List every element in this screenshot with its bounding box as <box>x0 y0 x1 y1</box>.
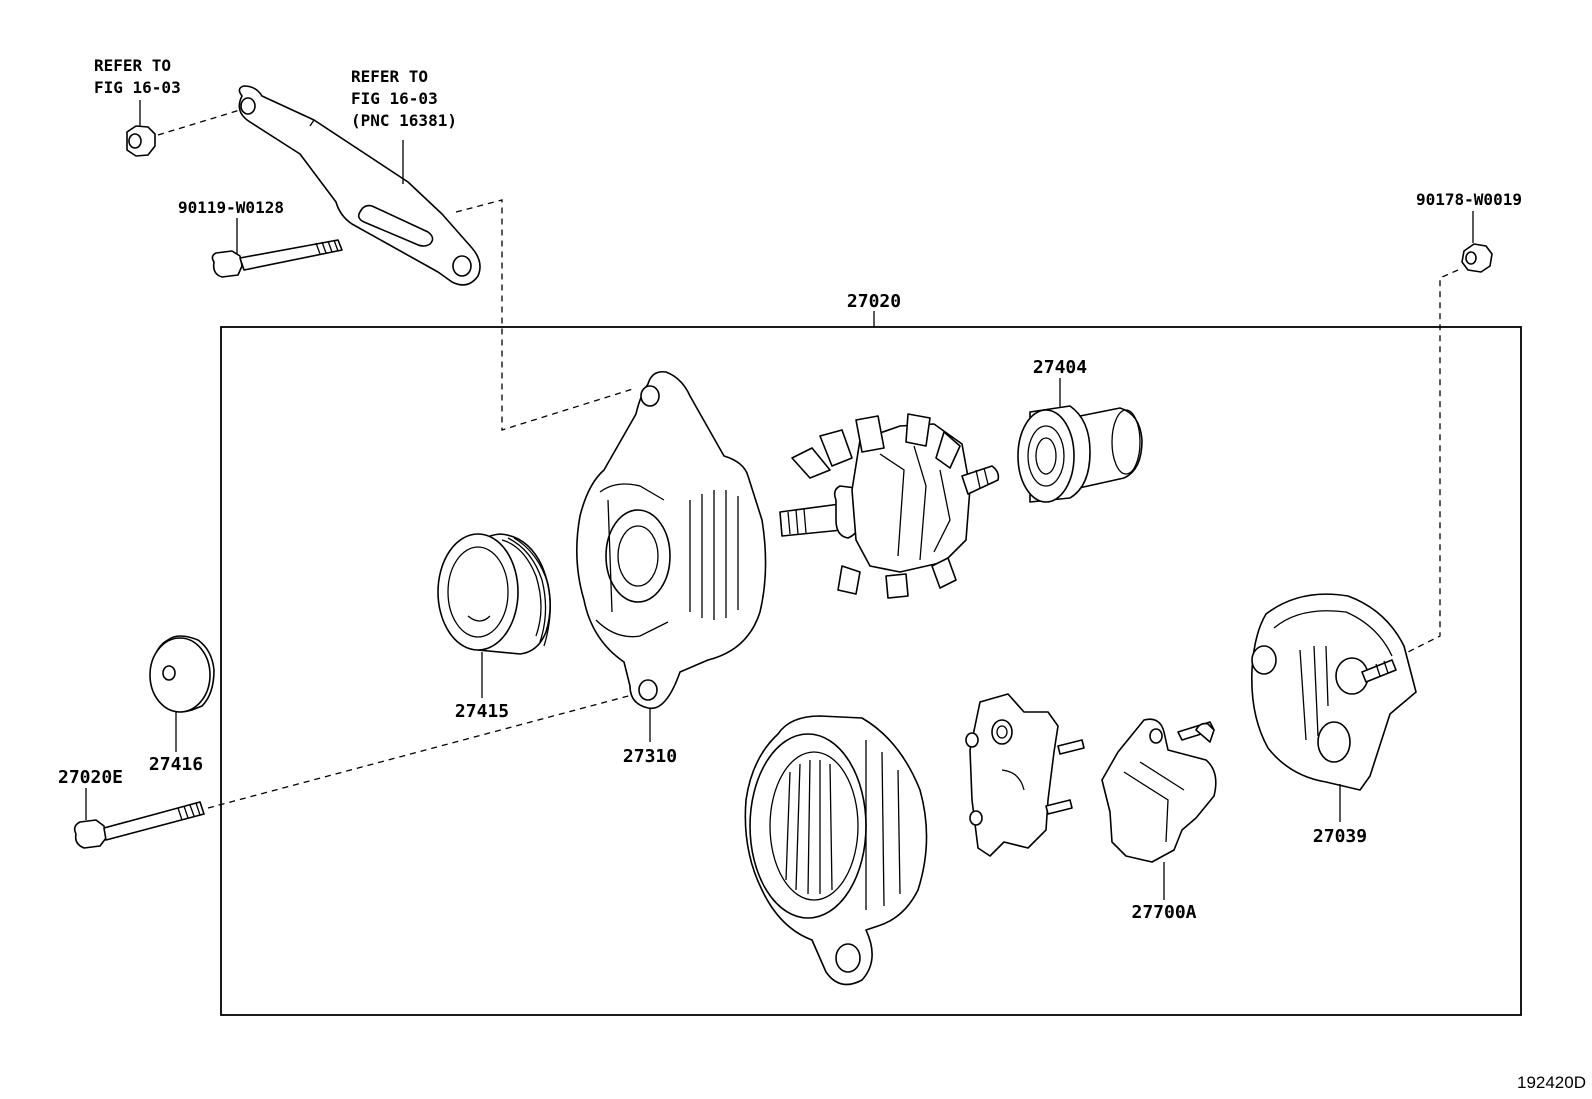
pulley-icon[interactable] <box>437 533 551 655</box>
mounting-bolt-icon[interactable] <box>211 239 343 278</box>
bearing-icon[interactable] <box>1017 405 1143 503</box>
rectifier-end-cover-icon[interactable] <box>1251 593 1417 791</box>
label-27020[interactable]: 27020 <box>847 291 901 312</box>
svg-text:REFER TO: REFER TO <box>94 56 171 75</box>
label-90178-W0019[interactable]: 90178-W0019 <box>1416 190 1522 209</box>
svg-text:(PNC 16381): (PNC 16381) <box>351 111 457 130</box>
figure-id: 192420D <box>1517 1073 1586 1092</box>
drive-end-frame-icon[interactable] <box>576 370 767 710</box>
label-90119-W0128[interactable]: 90119-W0128 <box>178 198 284 217</box>
rear-nut-icon[interactable] <box>1461 243 1493 273</box>
rectifier-icon[interactable] <box>965 693 1085 857</box>
label-27020E[interactable]: 27020E <box>58 767 123 788</box>
note-refer-fig-b[interactable]: REFER TO FIG 16-03 (PNC 16381) <box>351 67 457 130</box>
regulator-icon[interactable] <box>1101 718 1217 863</box>
svg-text:FIG 16-03: FIG 16-03 <box>94 78 181 97</box>
svg-text:REFER TO: REFER TO <box>351 67 428 86</box>
assembly-frame <box>220 326 1522 1016</box>
svg-text:FIG 16-03: FIG 16-03 <box>351 89 438 108</box>
pulley-cap-icon[interactable] <box>149 635 215 713</box>
label-27310[interactable]: 27310 <box>623 746 677 767</box>
stator-icon[interactable] <box>744 715 928 986</box>
adjusting-bracket-icon[interactable] <box>238 85 481 286</box>
rotor-icon[interactable] <box>779 413 1000 599</box>
label-27416[interactable]: 27416 <box>149 754 203 775</box>
through-bolt-icon[interactable] <box>73 801 205 849</box>
flange-nut-ref-icon[interactable] <box>126 100 156 157</box>
label-27404[interactable]: 27404 <box>1033 357 1087 378</box>
label-27039[interactable]: 27039 <box>1313 826 1367 847</box>
label-27415[interactable]: 27415 <box>455 701 509 722</box>
label-27700A[interactable]: 27700A <box>1131 902 1196 923</box>
note-refer-fig-a[interactable]: REFER TO FIG 16-03 <box>94 56 181 97</box>
